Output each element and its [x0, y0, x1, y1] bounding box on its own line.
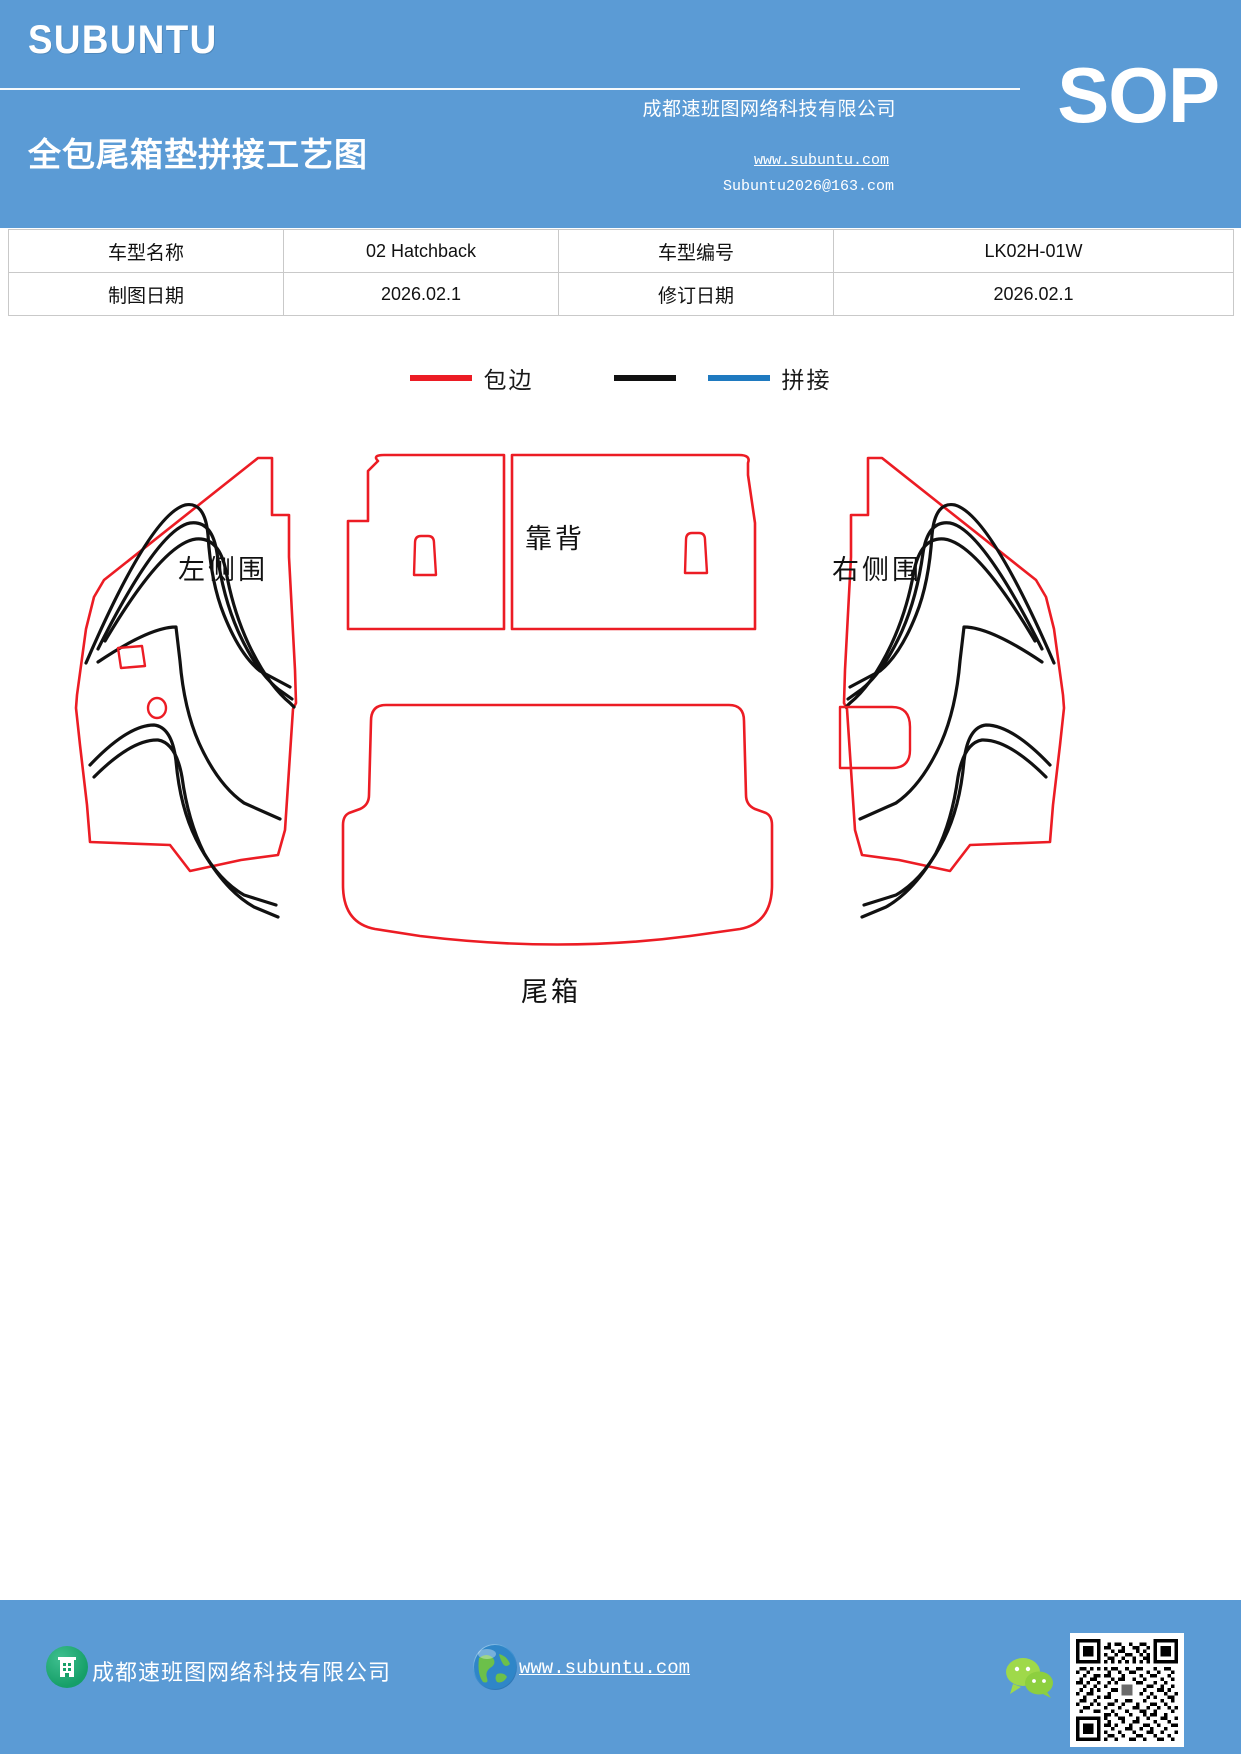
- header-website-link[interactable]: www.subuntu.com: [753, 152, 889, 169]
- legend: 包边 拼接: [0, 358, 1241, 398]
- globe-icon: [473, 1644, 517, 1690]
- vehicle-info-table: 车型名称 02 Hatchback 车型编号 LK02H-01W 制图日期 20…: [8, 229, 1234, 316]
- cell-model-code-value: LK02H-01W: [833, 229, 1234, 273]
- technical-drawing-area: 左侧围 靠背 右侧围 尾箱: [0, 405, 1241, 1045]
- cell-revise-date-label: 修订日期: [558, 272, 834, 316]
- table-row: 车型名称 02 Hatchback 车型编号 LK02H-01W: [8, 229, 1234, 273]
- footer-company-name: 成都速班图网络科技有限公司: [92, 1660, 392, 1685]
- legend-item-seam: 拼接: [613, 361, 832, 395]
- cell-draw-date-value: 2026.02.1: [283, 272, 559, 316]
- legend-label-seam: 拼接: [781, 368, 832, 393]
- part-outline-right-side: [838, 456, 1066, 919]
- header-divider-rule: [0, 88, 1020, 90]
- cell-model-code-label: 车型编号: [558, 229, 834, 273]
- legend-swatch-red-line: [409, 375, 472, 381]
- legend-label-binding: 包边: [483, 368, 534, 393]
- building-icon: [46, 1646, 88, 1688]
- cell-model-name-label: 车型名称: [8, 229, 284, 273]
- header-company-name: 成都速班图网络科技有限公司: [642, 99, 896, 120]
- part-label-backrest: 靠背: [525, 524, 585, 554]
- legend-item-binding: 包边: [409, 361, 614, 395]
- footer-website-link[interactable]: www.subuntu.com: [519, 1657, 691, 1679]
- cell-revise-date-value: 2026.02.1: [833, 272, 1234, 316]
- part-outline-left-side: [74, 456, 298, 919]
- part-outline-backrest-left: [346, 453, 506, 631]
- brand-logo-subuntu: SUBUNTU: [28, 18, 218, 62]
- document-footer: 成都速班图网络科技有限公司 www.subuntu.com: [0, 1600, 1241, 1754]
- qr-code: [1070, 1633, 1184, 1747]
- cell-draw-date-label: 制图日期: [8, 272, 284, 316]
- document-header: SUBUNTU SOP 全包尾箱垫拼接工艺图 成都速班图网络科技有限公司 www…: [0, 0, 1241, 228]
- legend-swatch-blue-line: [707, 375, 770, 381]
- legend-swatch-black-line: [613, 375, 676, 381]
- cell-model-name-value: 02 Hatchback: [283, 229, 559, 273]
- part-outline-trunk: [341, 703, 774, 946]
- table-row: 制图日期 2026.02.1 修订日期 2026.02.1: [8, 272, 1234, 316]
- wechat-icon: [1003, 1656, 1059, 1698]
- part-label-trunk: 尾箱: [521, 977, 581, 1007]
- page-title: 全包尾箱垫拼接工艺图: [28, 136, 368, 173]
- part-label-right-side: 右侧围: [832, 555, 922, 585]
- parts-outline-svg: [74, 453, 1066, 946]
- part-outline-backrest-right: [510, 453, 757, 631]
- part-label-left-side: 左侧围: [178, 555, 268, 585]
- header-email-text: Subuntu2026@163.com: [722, 178, 894, 195]
- sop-badge: SOP: [1057, 51, 1220, 139]
